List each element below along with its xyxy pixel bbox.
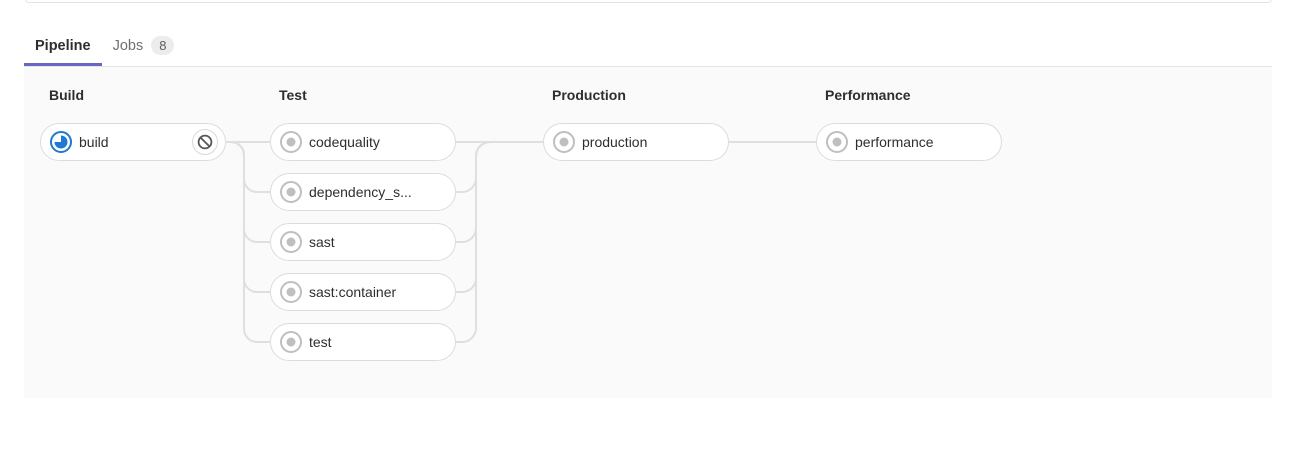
stage-title-production: Production [552,87,626,103]
status-created-icon [826,131,848,153]
status-created-icon [280,281,302,303]
pipeline-tabs: Pipeline Jobs 8 [24,28,1272,67]
connector-build-to-test [226,141,270,343]
connector-test-to-production [456,141,543,343]
stage-column-performance: Performance performance [816,87,1002,173]
job-pill-dependency-scanning[interactable]: dependency_s... [270,173,456,211]
stage-column-build: Build build [40,87,226,173]
job-pill-codequality[interactable]: codequality [270,123,456,161]
job-name: build [79,134,109,150]
job-name: test [309,334,332,350]
job-pill-sast-container[interactable]: sast:container [270,273,456,311]
jobs-count-badge: 8 [151,36,175,55]
status-created-icon [280,181,302,203]
status-created-icon [280,231,302,253]
tab-pipeline-label: Pipeline [35,37,91,54]
job-pill-build[interactable]: build [40,123,226,161]
commit-card-bottom-edge [25,0,1272,3]
cancel-job-button[interactable] [192,129,218,155]
stage-column-production: Production production [543,87,729,173]
stage-title-performance: Performance [825,87,911,103]
tab-pipeline[interactable]: Pipeline [24,28,102,66]
tab-jobs-label: Jobs [112,37,144,54]
job-name: sast [309,234,335,250]
job-pill-production[interactable]: production [543,123,729,161]
status-created-icon [280,131,302,153]
stage-title-build: Build [49,87,84,103]
connector-production-to-performance [729,141,816,143]
job-name: codequality [309,134,380,150]
job-name: production [582,134,648,150]
job-pill-test[interactable]: test [270,323,456,361]
status-created-icon [280,331,302,353]
job-name: sast:container [309,284,397,300]
status-created-icon [553,131,575,153]
job-pill-sast[interactable]: sast [270,223,456,261]
pipeline-graph: Build build Test [24,67,1272,398]
job-name: dependency_s... [309,184,412,200]
job-pill-performance[interactable]: performance [816,123,1002,161]
cancel-icon [197,134,213,150]
tab-jobs[interactable]: Jobs 8 [102,28,186,66]
stage-column-test: Test codequality dependency_s... [270,87,456,373]
job-name: performance [855,134,934,150]
status-running-icon [50,131,72,153]
stage-title-test: Test [279,87,307,103]
